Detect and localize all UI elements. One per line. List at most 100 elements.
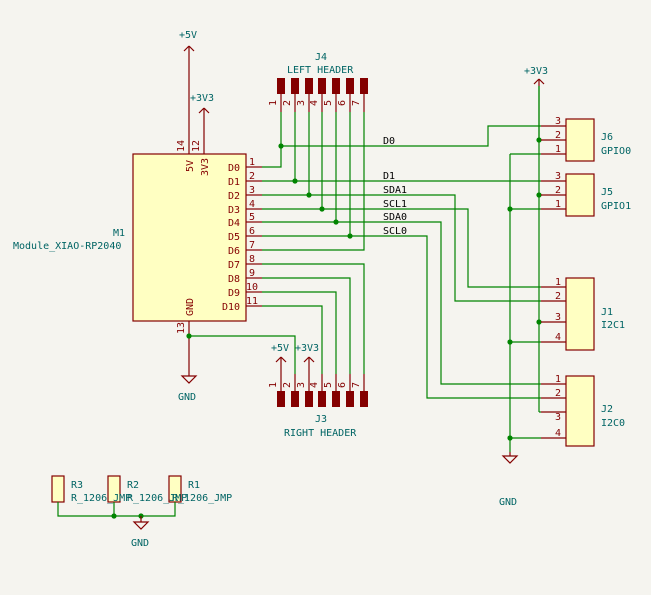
j3-pin-2: 2	[282, 382, 293, 388]
j5-pin-2: 2	[555, 185, 561, 196]
j1-value: I2C1	[601, 320, 625, 331]
label-gnd-rail: GND	[499, 497, 517, 508]
j4-pin-5: 5	[323, 100, 334, 106]
j5-pin-1: 1	[555, 199, 561, 210]
j4-pin-2: 2	[282, 100, 293, 106]
j3-pin-6: 6	[337, 382, 348, 388]
j3-pin-5: 5	[323, 382, 334, 388]
r2-value: R_1206_JMP	[127, 493, 187, 504]
pin-num-8: 8	[249, 254, 255, 265]
pin-num-10: 10	[246, 282, 258, 293]
rail-3v3: +3V3	[524, 66, 548, 413]
r3-ref: R3	[71, 480, 83, 491]
label-3v3-rail: +3V3	[524, 66, 548, 77]
pin-name-5v: 5V	[185, 160, 196, 172]
j2-pin-4: 4	[555, 428, 561, 439]
j3-pin-4: 4	[309, 382, 320, 388]
j3-ref: J3	[315, 414, 327, 425]
label-3v3: +3V3	[190, 93, 214, 104]
net-d0: D0	[383, 136, 395, 147]
j3-pin-3: 3	[296, 382, 307, 388]
j1-pin-2: 2	[555, 291, 561, 302]
label-gnd-jumpers: GND	[131, 538, 149, 549]
label-5v-j3: +5V	[271, 343, 289, 354]
net-d1: D1	[383, 171, 395, 182]
pin-name-d8: D8	[228, 274, 240, 285]
j1-ref: J1	[601, 307, 613, 318]
j4-pin-6: 6	[337, 100, 348, 106]
pin-name-d5: D5	[228, 232, 240, 243]
pin-num-7: 7	[249, 240, 255, 251]
pin-name-gnd: GND	[185, 298, 196, 316]
j4-value: LEFT HEADER	[287, 65, 354, 76]
connector-j5-gpio1[interactable]: 3 2 1 J5 GPIO1	[541, 171, 631, 217]
net-labels: D0 D1 SDA1 SCL1 SDA0 SCL0	[383, 136, 407, 237]
pin-name-3v3: 3V3	[200, 158, 211, 176]
pin-num-13: 13	[176, 322, 187, 334]
j1-pin-1: 1	[555, 277, 561, 288]
j1-pin-4: 4	[555, 332, 561, 343]
module-value: Module_XIAO-RP2040	[13, 241, 121, 252]
power-3v3-j3: +3V3	[295, 343, 319, 374]
j4-pin-1: 1	[268, 100, 279, 106]
pin-num-1: 1	[249, 157, 255, 168]
j4-pin-4: 4	[309, 100, 320, 106]
label-5v: +5V	[179, 30, 197, 41]
j5-value: GPIO1	[601, 201, 631, 212]
pin-name-d10: D10	[222, 302, 240, 313]
pin-name-d7: D7	[228, 260, 240, 271]
power-5v-module: +5V	[179, 30, 197, 142]
module-right-pins: 1 2 3 4 5 6 7 8 9 10 11 D0 D1 D2 D3 D4 D…	[222, 157, 262, 313]
connector-j3-right-header[interactable]: +5V +3V3 1 2 3 4 5 6 7 J3 RIGHT HEADER	[268, 343, 368, 439]
j6-ref: J6	[601, 132, 613, 143]
net-scl0: SCL0	[383, 226, 407, 237]
j4-ref: J4	[315, 52, 327, 63]
module-xiao-rp2040[interactable]: M1 Module_XIAO-RP2040 14 1 2 5V 3V3 13 GN…	[13, 140, 262, 336]
net-sda0: SDA0	[383, 212, 407, 223]
power-3v3-module: +3V3	[190, 93, 214, 142]
j3-pin-1: 1	[268, 382, 279, 388]
r3-value: R_1206_JMP	[71, 493, 131, 504]
pin-num-3: 3	[249, 185, 255, 196]
j6-pin-1: 1	[555, 144, 561, 155]
j2-ref: J2	[601, 404, 613, 415]
r2-ref: R2	[127, 480, 139, 491]
j4-pin-7: 7	[351, 100, 362, 106]
j5-pin-3: 3	[555, 171, 561, 182]
j2-pin-1: 1	[555, 374, 561, 385]
j5-ref: J5	[601, 187, 613, 198]
pin-name-d2: D2	[228, 191, 240, 202]
j3-value: RIGHT HEADER	[284, 428, 357, 439]
r1-value: R_1206_JMP	[172, 493, 232, 504]
label-3v3-j3: +3V3	[295, 343, 319, 354]
j1-pin-3: 3	[555, 312, 561, 323]
j6-pin-3: 3	[555, 116, 561, 127]
pin-num-6: 6	[249, 226, 255, 237]
net-scl1: SCL1	[383, 199, 407, 210]
net-sda1: SDA1	[383, 185, 407, 196]
pin-name-d9: D9	[228, 288, 240, 299]
module-ref: M1	[113, 228, 125, 239]
pin-num-2: 2	[249, 171, 255, 182]
j4-pin-3: 3	[296, 100, 307, 106]
connector-j1-i2c1[interactable]: 1 2 3 4 J1 I2C1	[541, 277, 625, 351]
j2-pin-2: 2	[555, 388, 561, 399]
r1-ref: R1	[188, 480, 200, 491]
connector-j6-gpio0[interactable]: 3 2 1 J6 GPIO0	[541, 116, 631, 162]
power-5v-j3: +5V	[271, 343, 289, 374]
j2-value: I2C0	[601, 418, 625, 429]
pin-name-d6: D6	[228, 246, 240, 257]
connector-j2-i2c0[interactable]: 1 2 3 4 J2 I2C0	[541, 374, 625, 447]
pin-num-4: 4	[249, 199, 255, 210]
connector-j4-left-header[interactable]: J4 LEFT HEADER 1 2 3 4 5 6 7	[268, 52, 368, 112]
pin-name-d1: D1	[228, 177, 240, 188]
pin-num-14: 14	[176, 140, 187, 152]
j3-pin-7: 7	[351, 382, 362, 388]
resistor-jumpers[interactable]: GND R3 R_1206_JMP R2 R_1206_JMP R1 R_120…	[51, 475, 232, 549]
label-gnd-module: GND	[178, 392, 196, 403]
gnd-module: GND	[178, 336, 198, 403]
pin-num-11: 11	[246, 296, 258, 307]
wires-signal	[186, 112, 541, 399]
j6-value: GPIO0	[601, 146, 631, 157]
pin-name-d0: D0	[228, 163, 240, 174]
